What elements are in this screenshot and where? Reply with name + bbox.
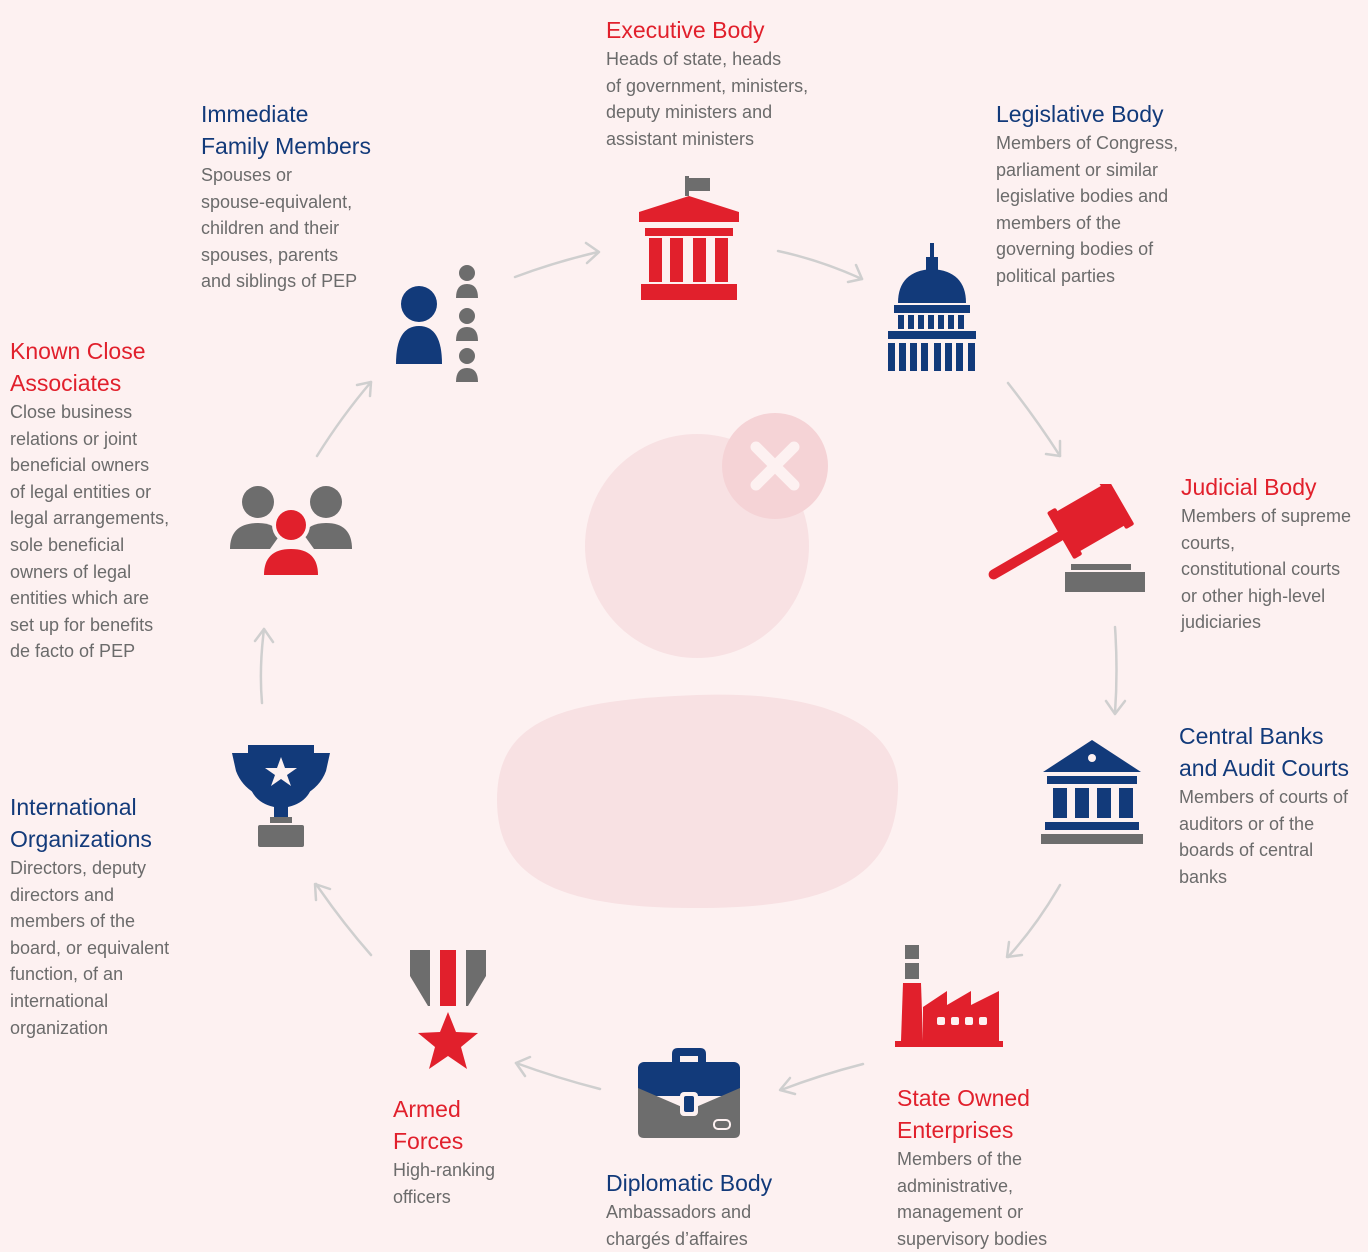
government-building-icon bbox=[639, 176, 739, 300]
node-central-banks: Central Banks and Audit Courts Members o… bbox=[1179, 720, 1368, 890]
arrow-legislative-to-judicial bbox=[1006, 381, 1062, 458]
legislative-desc: Members of Congress, parliament or simil… bbox=[996, 133, 1179, 286]
arrow-armed-to-international bbox=[313, 882, 373, 957]
node-associates: Known Close Associates Close business re… bbox=[10, 335, 210, 665]
arrow-stateowned-to-diplomatic bbox=[778, 1062, 865, 1096]
associates-desc: Close business relations or joint benefi… bbox=[10, 402, 170, 662]
international-desc: Directors, deputy directors and members … bbox=[10, 858, 170, 1038]
arrow-centralbanks-to-stateowned bbox=[1005, 883, 1062, 959]
gavel-icon bbox=[988, 484, 1145, 592]
node-international: International Organizations Directors, d… bbox=[10, 791, 210, 1041]
executive-desc: Heads of state, heads of government, min… bbox=[606, 49, 809, 149]
arrow-family-to-executive bbox=[513, 241, 601, 279]
arrow-judicial-to-centralbanks bbox=[1104, 625, 1127, 716]
associates-title: Known Close Associates bbox=[10, 338, 146, 396]
node-family: Immediate Family Members Spouses or spou… bbox=[201, 98, 401, 295]
arrow-executive-to-legislative bbox=[776, 249, 864, 284]
legislative-title: Legislative Body bbox=[996, 101, 1164, 127]
diplomatic-desc: Ambassadors and chargés d’affaires bbox=[606, 1202, 752, 1249]
node-executive: Executive Body Heads of state, heads of … bbox=[606, 14, 866, 152]
state-owned-title: State Owned Enterprises bbox=[897, 1085, 1030, 1143]
executive-title: Executive Body bbox=[606, 17, 765, 43]
arrow-associates-to-family bbox=[315, 380, 373, 458]
trophy-icon bbox=[232, 745, 330, 847]
briefcase-icon bbox=[638, 1048, 740, 1138]
judicial-title: Judicial Body bbox=[1181, 474, 1317, 500]
capitol-icon bbox=[888, 243, 976, 371]
node-legislative: Legislative Body Members of Congress, pa… bbox=[996, 98, 1236, 290]
central-banks-title: Central Banks and Audit Courts bbox=[1179, 723, 1350, 781]
armed-title: Armed Forces bbox=[393, 1096, 464, 1154]
international-title: International Organizations bbox=[10, 794, 152, 852]
bank-icon bbox=[1041, 740, 1143, 844]
node-judicial: Judicial Body Members of supreme courts,… bbox=[1181, 471, 1368, 636]
factory-icon bbox=[895, 945, 1003, 1047]
group-icon bbox=[230, 486, 352, 577]
medal-icon bbox=[410, 950, 486, 1069]
diplomatic-title: Diplomatic Body bbox=[606, 1170, 773, 1196]
state-owned-desc: Members of the administrative, managemen… bbox=[897, 1149, 1048, 1249]
family-icon bbox=[396, 265, 478, 382]
center-person-icon bbox=[497, 413, 899, 908]
node-armed: Armed Forces High-ranking officers bbox=[393, 1093, 553, 1210]
family-desc: Spouses or spouse-equivalent, children a… bbox=[201, 165, 358, 292]
judicial-desc: Members of supreme courts, constitutiona… bbox=[1181, 506, 1352, 633]
node-state-owned: State Owned Enterprises Members of the a… bbox=[897, 1082, 1117, 1252]
armed-desc: High-ranking officers bbox=[393, 1160, 496, 1207]
central-banks-desc: Members of courts of auditors or of the … bbox=[1179, 787, 1349, 887]
family-title: Immediate Family Members bbox=[201, 101, 371, 159]
arrow-diplomatic-to-armed bbox=[514, 1055, 602, 1091]
node-diplomatic: Diplomatic Body Ambassadors and chargés … bbox=[606, 1167, 846, 1252]
arrow-international-to-associates bbox=[253, 627, 275, 705]
